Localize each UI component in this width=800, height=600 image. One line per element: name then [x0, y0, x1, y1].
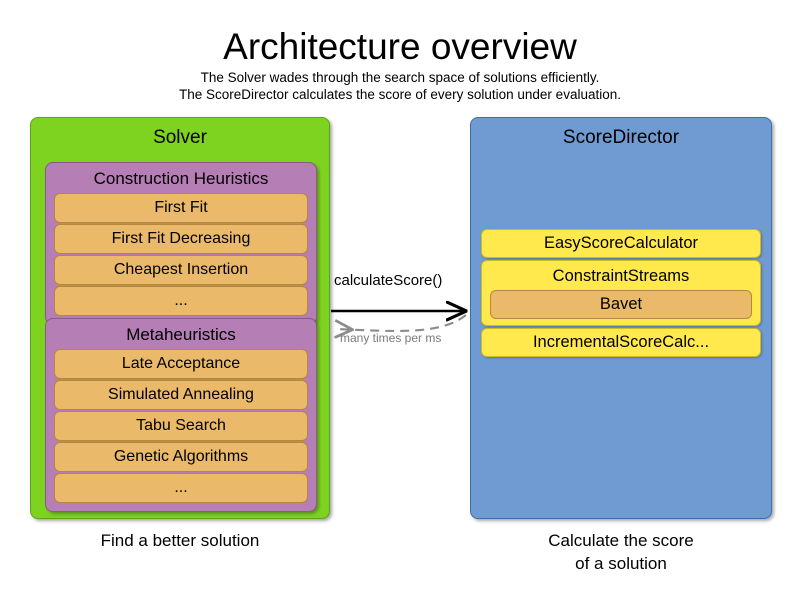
algorithm-item[interactable]: Cheapest Insertion: [54, 255, 308, 286]
algorithm-item[interactable]: First Fit Decreasing: [54, 224, 308, 255]
algorithm-item[interactable]: Tabu Search: [54, 411, 308, 442]
group-title-metaheuristics: Metaheuristics: [126, 325, 236, 344]
caption-score-director-line-1: Calculate the score: [548, 531, 694, 550]
calculator-item[interactable]: IncrementalScoreCalc...: [481, 328, 761, 357]
arrow-many-times-per-ms: [336, 314, 467, 331]
caption-score-director: Calculate the score of a solution: [470, 530, 772, 576]
arrow-label-many-times-per-ms: many times per ms: [340, 331, 442, 345]
algorithm-item[interactable]: Simulated Annealing: [54, 380, 308, 411]
arrow-label-calculate-score: calculateScore(): [334, 272, 443, 289]
score-director-panel: ScoreDirector EasyScoreCalculator Constr…: [470, 117, 772, 519]
page-title: Architecture overview: [223, 26, 577, 67]
score-director-panel-title: ScoreDirector: [562, 127, 680, 148]
calculator-item-label: ConstraintStreams: [552, 267, 690, 285]
calculator-item[interactable]: ConstraintStreams Bavet: [481, 260, 761, 326]
group-metaheuristics: Metaheuristics Late Acceptance Simulated…: [45, 318, 317, 513]
algorithm-item[interactable]: First Fit: [54, 193, 308, 224]
algorithm-item[interactable]: ...: [54, 473, 308, 504]
subtitle-line-2: The ScoreDirector calculates the score o…: [179, 87, 621, 102]
calculator-sub-item[interactable]: Bavet: [490, 290, 752, 319]
group-title-construction-heuristics: Construction Heuristics: [93, 169, 269, 188]
subtitle-line-1: The Solver wades through the search spac…: [200, 70, 600, 85]
algorithm-item[interactable]: Late Acceptance: [54, 349, 308, 380]
caption-solver: Find a better solution: [100, 531, 260, 550]
calculator-item[interactable]: EasyScoreCalculator: [481, 229, 761, 258]
algorithm-item[interactable]: ...: [54, 286, 308, 317]
solver-panel-title: Solver: [153, 127, 207, 148]
calculator-stack: EasyScoreCalculator ConstraintStreams Ba…: [481, 229, 761, 359]
algorithm-item[interactable]: Genetic Algorithms: [54, 442, 308, 473]
caption-score-director-line-2: of a solution: [575, 553, 667, 573]
group-construction-heuristics: Construction Heuristics First Fit First …: [45, 162, 317, 326]
solver-panel: Solver Construction Heuristics First Fit…: [30, 117, 330, 519]
